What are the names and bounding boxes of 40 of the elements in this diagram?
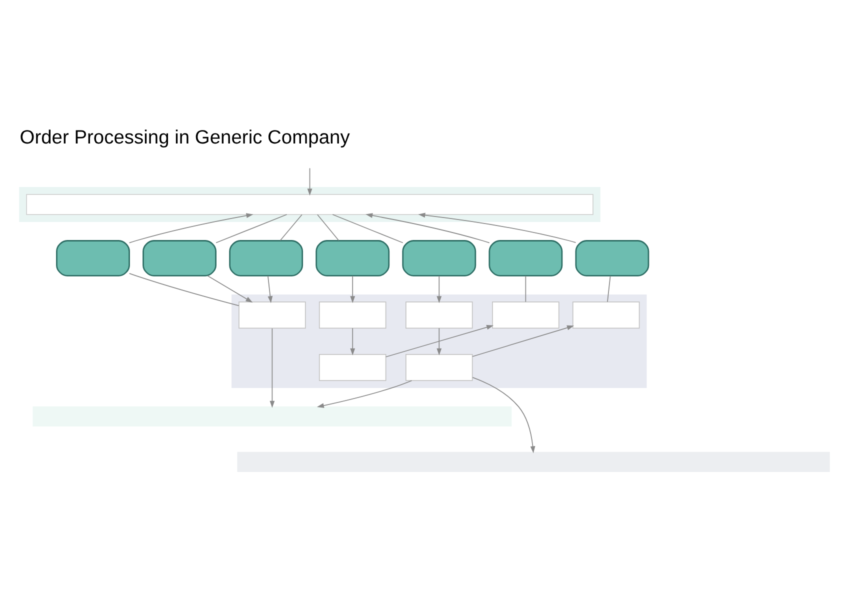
node-band (237, 451, 830, 472)
arrow (436, 274, 442, 303)
connector (128, 272, 240, 306)
arrow (270, 328, 275, 408)
arrow (307, 167, 312, 196)
arrow (472, 376, 536, 453)
connector (317, 214, 340, 240)
connector (332, 214, 404, 243)
node-box (316, 240, 390, 276)
connector (525, 274, 526, 302)
connector (607, 274, 611, 302)
node-box (142, 240, 216, 276)
arrow (350, 274, 356, 303)
node-box (488, 240, 563, 276)
diagram-title: Order Processing in Generic Company (20, 126, 350, 148)
node-box (405, 301, 473, 328)
node-box (229, 240, 304, 276)
arrow (385, 324, 494, 357)
node-box (56, 240, 130, 276)
node-band (32, 406, 512, 426)
connector (280, 214, 302, 240)
arrow (366, 212, 490, 243)
arrow (316, 380, 412, 408)
connector (216, 214, 288, 243)
arrow (350, 327, 356, 355)
arrow (128, 212, 254, 243)
node-box (402, 240, 476, 276)
node-box (572, 301, 640, 328)
arrow (472, 324, 574, 356)
arrow (268, 274, 273, 303)
node-box (492, 301, 560, 328)
node-box (238, 301, 306, 328)
arrow (207, 274, 253, 302)
node-box (26, 193, 594, 214)
node-box (575, 240, 650, 276)
arrow (436, 327, 442, 355)
node-box (318, 353, 386, 381)
node-box (405, 353, 473, 381)
node-box (318, 301, 386, 328)
arrow (418, 212, 576, 242)
